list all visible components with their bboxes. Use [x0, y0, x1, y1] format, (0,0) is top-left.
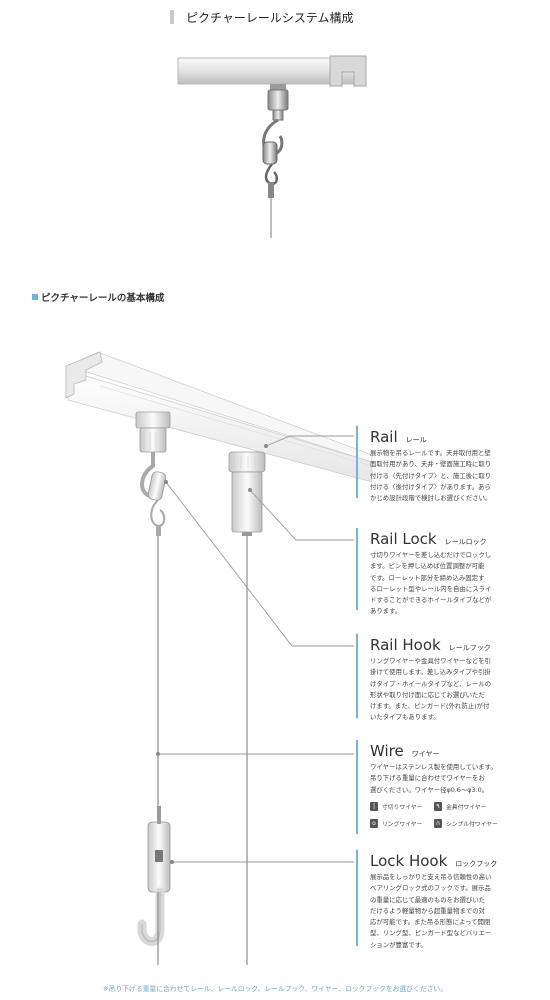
- part-subtitle: ワイヤー: [411, 750, 440, 758]
- thimble-wire-icon: ∩: [434, 818, 442, 828]
- leader-rail: [265, 435, 354, 447]
- part-subtitle: レールフック: [448, 644, 491, 652]
- fitting-wire-icon: ٩: [434, 801, 442, 811]
- page-title: ピクチャーレールシステム構成: [170, 10, 354, 25]
- part-description: 展示物を吊るレールです。天井取付用と壁面取付用があり、天井・壁面施工時に取り付け…: [370, 449, 492, 503]
- accent-bar-rail-lock: [356, 528, 358, 610]
- rail-system-photo: [177, 55, 367, 238]
- cut-wire-icon: |: [370, 801, 378, 811]
- rail-lock-illustration: [228, 451, 266, 536]
- part-description: 展示品をしっかりと支え吊る信頼性の高いベアリングロック式のフックです。展示品の重…: [370, 873, 492, 949]
- part-description: ワイヤーはステンレス製を使用しています。吊り下げる重量に合わせてワイヤーをお選び…: [370, 763, 497, 794]
- footer-note: ※吊り下げる重量に合わせてレール、レールロック、レールフック、ワイヤー、ロックフ…: [102, 985, 448, 993]
- part-title: Rail: [370, 428, 398, 446]
- leader-rail-lock: [249, 489, 354, 541]
- part-subtitle: レールロック: [444, 538, 487, 546]
- part-subtitle: ロックフック: [455, 860, 498, 868]
- part-rail-hook: Rail Hook レールフック リングワイヤーや金具付ワイヤーなどを引掛けて使…: [370, 636, 500, 724]
- part-wire: Wire ワイヤー ワイヤーはステンレス製を使用しています。吊り下げる重量に合わ…: [370, 742, 500, 828]
- part-rail: Rail レール 展示物を吊るレールです。天井取付用と壁面取付用があり、天井・壁…: [370, 428, 500, 504]
- wire-type-item: |寸切りワイヤー: [370, 801, 434, 811]
- page-title-text: ピクチャーレールシステム構成: [186, 10, 354, 25]
- part-subtitle: レール: [405, 436, 427, 444]
- section-marker: [32, 294, 38, 300]
- part-rail-lock: Rail Lock レールロック 寸切りワイヤーを差し込むだけでロックします。ピ…: [370, 530, 500, 618]
- section-title: ピクチャーレールの基本構成: [41, 293, 165, 304]
- accent-bar-wire: [356, 740, 358, 834]
- rail-hook-illustration: [135, 411, 171, 536]
- part-title: Rail Lock: [370, 530, 437, 548]
- part-title: Wire: [370, 742, 404, 760]
- lock-hook-illustration: [137, 806, 171, 965]
- ring-wire-icon: o: [370, 818, 378, 828]
- part-description: 寸切りワイヤーを差し込むだけでロックします。ピンを押し込めば位置調整が可能です。…: [370, 551, 492, 616]
- rail-illustration: [65, 351, 373, 483]
- accent-bar-rail: [356, 426, 358, 498]
- accent-bar-lock-hook: [356, 850, 358, 946]
- component-diagram: [65, 351, 373, 965]
- part-title: Rail Hook: [370, 636, 441, 654]
- part-lock-hook: Lock Hook ロックフック 展示品をしっかりと支え吊る信頼性の高いベアリン…: [370, 852, 500, 951]
- leader-rail-hook: [165, 481, 354, 647]
- section-heading: ピクチャーレールの基本構成: [32, 290, 164, 304]
- title-marker: [170, 10, 174, 24]
- accent-bar-rail-hook: [356, 634, 358, 718]
- part-description: リングワイヤーや金具付ワイヤーなどを引掛けて使用します。差し込みタイプや引掛けタ…: [370, 657, 492, 722]
- wire-type-item: ∩シンブル付ワイヤー: [434, 818, 498, 828]
- part-title: Lock Hook: [370, 852, 448, 870]
